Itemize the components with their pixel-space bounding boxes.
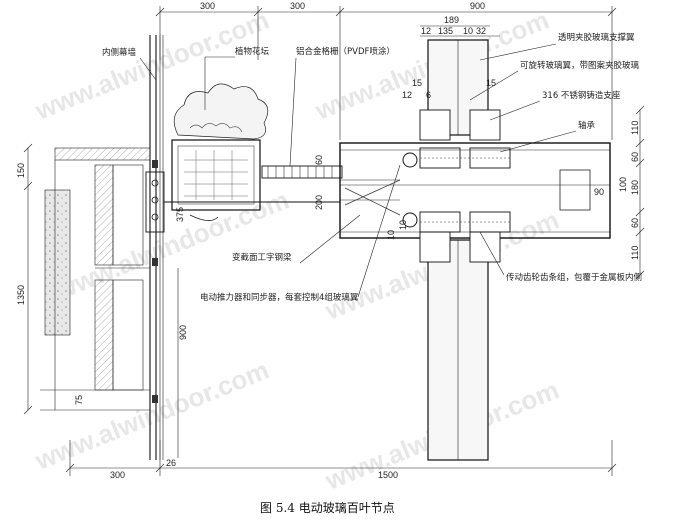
dim-label: 900 [178,325,188,340]
annotation-labels: 内侧幕墙 植物花坛 铝合金格栅（PVDF喷涂） 透明夹胶玻璃支撑翼 可旋转玻璃翼… [102,32,642,303]
dim-label: 300 [290,1,305,11]
dim-label: 90 [594,187,604,197]
dim-label: 26 [166,458,176,468]
left-dimensions: 150 1350 75 [16,143,84,415]
dim-label: 60 [630,152,640,162]
dim-label: 110 [630,246,640,260]
center-dimensions: 60 200 375 900 15 12 6 15 10 10 [175,78,496,458]
glass-support-fin [419,39,501,461]
label-planter: 植物花坛 [235,46,270,57]
dim-label: 10 [398,220,408,230]
dim-label: 1350 [16,285,26,305]
top-sub-dimensions: 189 12 135 10 32 [420,15,500,37]
dim-label: 135 [438,26,453,36]
label-motor-sync: 电动推力器和同步器，每套控制4组玻璃翼 [200,292,359,303]
label-aluminum-grille: 铝合金格栅（PVDF喷涂） [296,46,395,57]
label-i-beam: 变截面工字钢梁 [232,252,292,263]
dim-label: 60 [314,155,324,165]
dim-label: 10 [386,230,396,240]
dim-label: 15 [486,78,496,88]
dim-label: 200 [314,195,324,210]
bottom-dimensions: 300 26 1500 [65,440,617,480]
dim-label: 60 [630,218,640,228]
label-steel-bearing-seat: 316 不锈钢铸造支座 [542,90,621,101]
dim-label: 6 [426,90,431,100]
label-clear-glass-wing: 透明夹胶玻璃支撑翼 [558,32,635,43]
motor-and-synchronizer [145,171,340,233]
inner-curtain-wall [149,35,164,460]
dim-label: 180 [630,180,640,195]
planter [171,83,269,221]
dim-label: 300 [110,470,125,480]
dim-label: 15 [412,78,422,88]
label-inner-curtain-wall: 内侧幕墙 [102,47,137,58]
dim-label: 189 [444,15,459,25]
top-dimension-line: 300 300 900 [155,1,617,140]
steel-i-beam [339,142,611,239]
label-rotating-glass: 可旋转玻璃翼，带图案夹胶玻璃 [520,60,640,71]
dim-label: 12 [421,26,431,36]
dim-label: 12 [402,90,412,100]
dim-label: 10 [463,26,473,36]
dim-label: 300 [200,1,215,11]
gear-rack-assembly [340,147,610,233]
dim-label: 900 [470,1,485,11]
dim-label: 150 [16,163,26,178]
dim-label: 375 [175,207,185,222]
dim-label: 110 [630,121,640,135]
watermark: www.alwindoor.com [30,354,273,475]
dim-label: 100 [618,177,628,192]
figure-caption: 图 5.4 电动玻璃百叶节点 [260,501,395,515]
aluminum-grille [261,165,343,179]
left-slab [40,147,151,411]
dim-label: 1500 [378,470,398,480]
dim-label: 32 [476,26,486,36]
right-dimensions: 110 60 100 180 90 60 110 [594,105,645,280]
label-gear-rack: 传动齿轮齿条组，包覆于金属板内侧 [506,272,642,283]
label-bearing: 轴承 [578,120,596,131]
dim-label: 75 [74,395,84,405]
